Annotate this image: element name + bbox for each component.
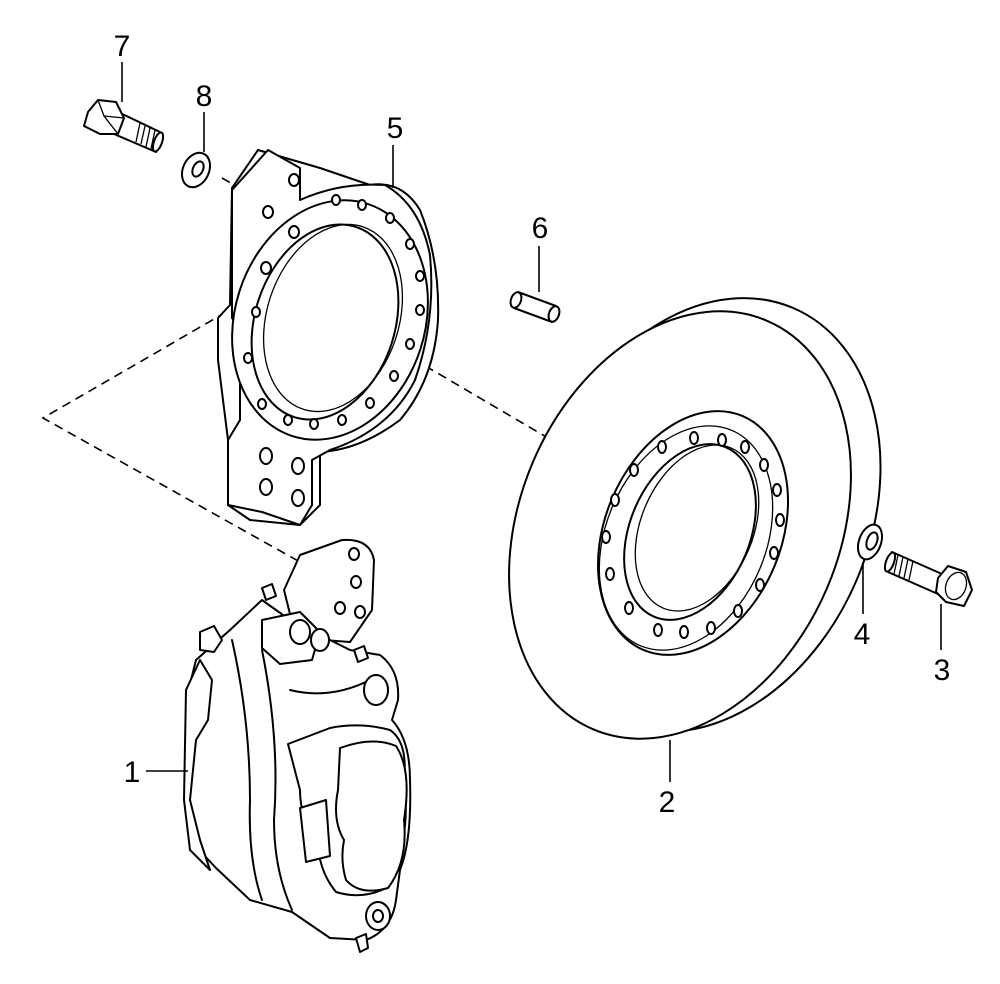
bolt-right	[883, 551, 973, 607]
callout-6: 6	[532, 212, 549, 245]
brake-caliper	[183, 538, 412, 953]
callout-4: 4	[854, 618, 871, 651]
callout-7: 7	[114, 30, 131, 63]
callout-5: 5	[387, 112, 404, 145]
callout-3: 3	[934, 654, 951, 687]
leader-lines	[121, 62, 942, 782]
callout-numbers: 1 2 3 4 5 6 7 8	[114, 30, 951, 819]
washer-right	[856, 523, 884, 561]
mounting-bracket	[217, 149, 440, 526]
dowel-pin	[509, 291, 561, 323]
callout-1: 1	[124, 756, 141, 789]
callout-2: 2	[659, 786, 676, 819]
washer-left	[180, 151, 212, 189]
brake-disc	[508, 297, 882, 740]
bolt-left	[83, 99, 165, 153]
disc-bolt-holes	[601, 431, 785, 639]
callout-8: 8	[196, 80, 213, 113]
bracket-holes	[243, 173, 425, 507]
